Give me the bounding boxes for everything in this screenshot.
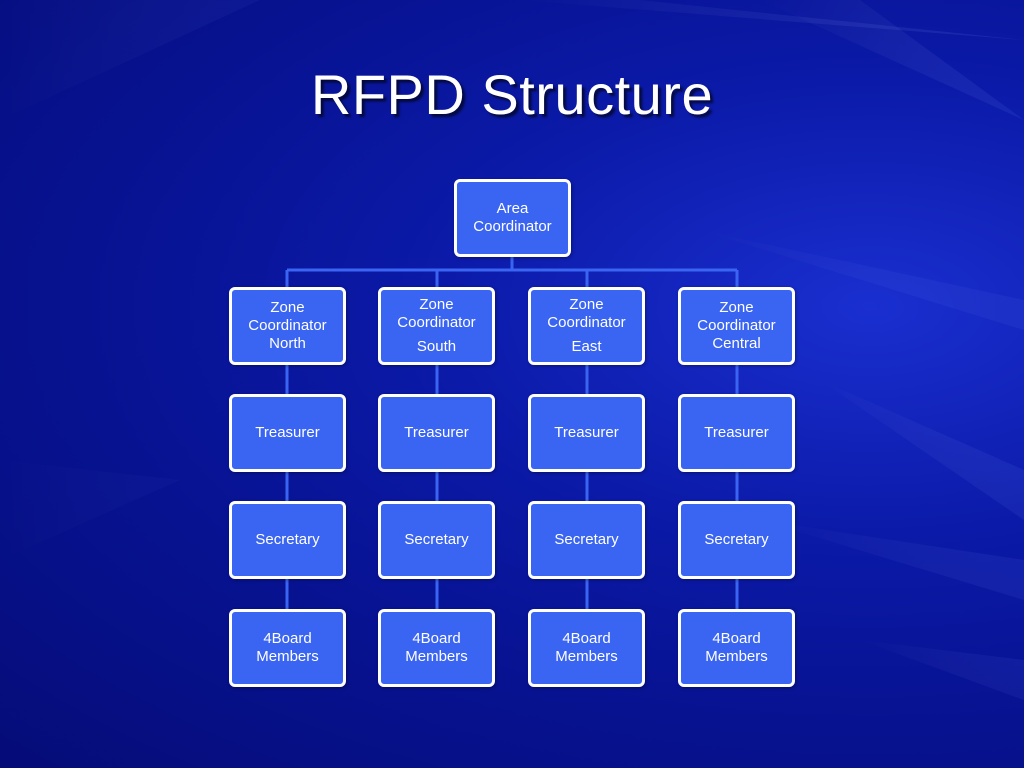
node-text-line: Treasurer (255, 424, 320, 441)
node-area-coordinator: Area Coordinator (454, 179, 571, 257)
node-zone-coordinator-east: Zone Coordinator East (528, 287, 645, 365)
node-board-members-central: 4Board Members (678, 609, 795, 687)
node-text-line: Secretary (704, 531, 769, 548)
node-text-line: Zone (569, 296, 604, 313)
node-text-line: Coordinator (397, 314, 476, 331)
node-text-line: Coordinator (473, 218, 552, 235)
node-text-line: Zone (719, 299, 754, 316)
node-secretary-south: Secretary (378, 501, 495, 579)
slide-title: RFPD Structure (310, 63, 714, 126)
node-secretary-north: Secretary (229, 501, 346, 579)
node-text-line: Treasurer (404, 424, 469, 441)
node-zone-coordinator-south: Zone Coordinator South (378, 287, 495, 365)
node-zone-coordinator-north: Zone Coordinator North (229, 287, 346, 365)
node-text-line: Members (256, 648, 319, 665)
node-zone-coordinator-central: Zone Coordinator Central (678, 287, 795, 365)
node-text-line: Zone (419, 296, 454, 313)
node-text-line: Members (705, 648, 768, 665)
node-text-line: Secretary (255, 531, 320, 548)
node-text-line: 4Board (263, 630, 312, 647)
node-text-line: Coordinator (248, 317, 327, 334)
node-text-line: 4Board (562, 630, 611, 647)
node-text-line: Zone (270, 299, 305, 316)
node-treasurer-east: Treasurer (528, 394, 645, 472)
node-text-line: Coordinator (547, 314, 626, 331)
node-text-line: East (571, 338, 602, 355)
node-text-line: Secretary (554, 531, 619, 548)
node-board-members-south: 4Board Members (378, 609, 495, 687)
node-secretary-east: Secretary (528, 501, 645, 579)
node-treasurer-central: Treasurer (678, 394, 795, 472)
node-treasurer-south: Treasurer (378, 394, 495, 472)
node-text-line: South (416, 338, 457, 355)
node-treasurer-north: Treasurer (229, 394, 346, 472)
node-text-line: Treasurer (554, 424, 619, 441)
node-text-line: North (269, 335, 306, 352)
node-text-line: Treasurer (704, 424, 769, 441)
node-text-line: Area (496, 200, 529, 217)
node-board-members-north: 4Board Members (229, 609, 346, 687)
node-board-members-east: 4Board Members (528, 609, 645, 687)
node-text-line: 4Board (712, 630, 761, 647)
node-secretary-central: Secretary (678, 501, 795, 579)
node-text-line: Coordinator (697, 317, 776, 334)
node-text-line: Members (405, 648, 468, 665)
node-text-line: 4Board (412, 630, 461, 647)
node-text-line: Secretary (404, 531, 469, 548)
node-text-line: Members (555, 648, 618, 665)
node-text-line: Central (712, 335, 761, 352)
